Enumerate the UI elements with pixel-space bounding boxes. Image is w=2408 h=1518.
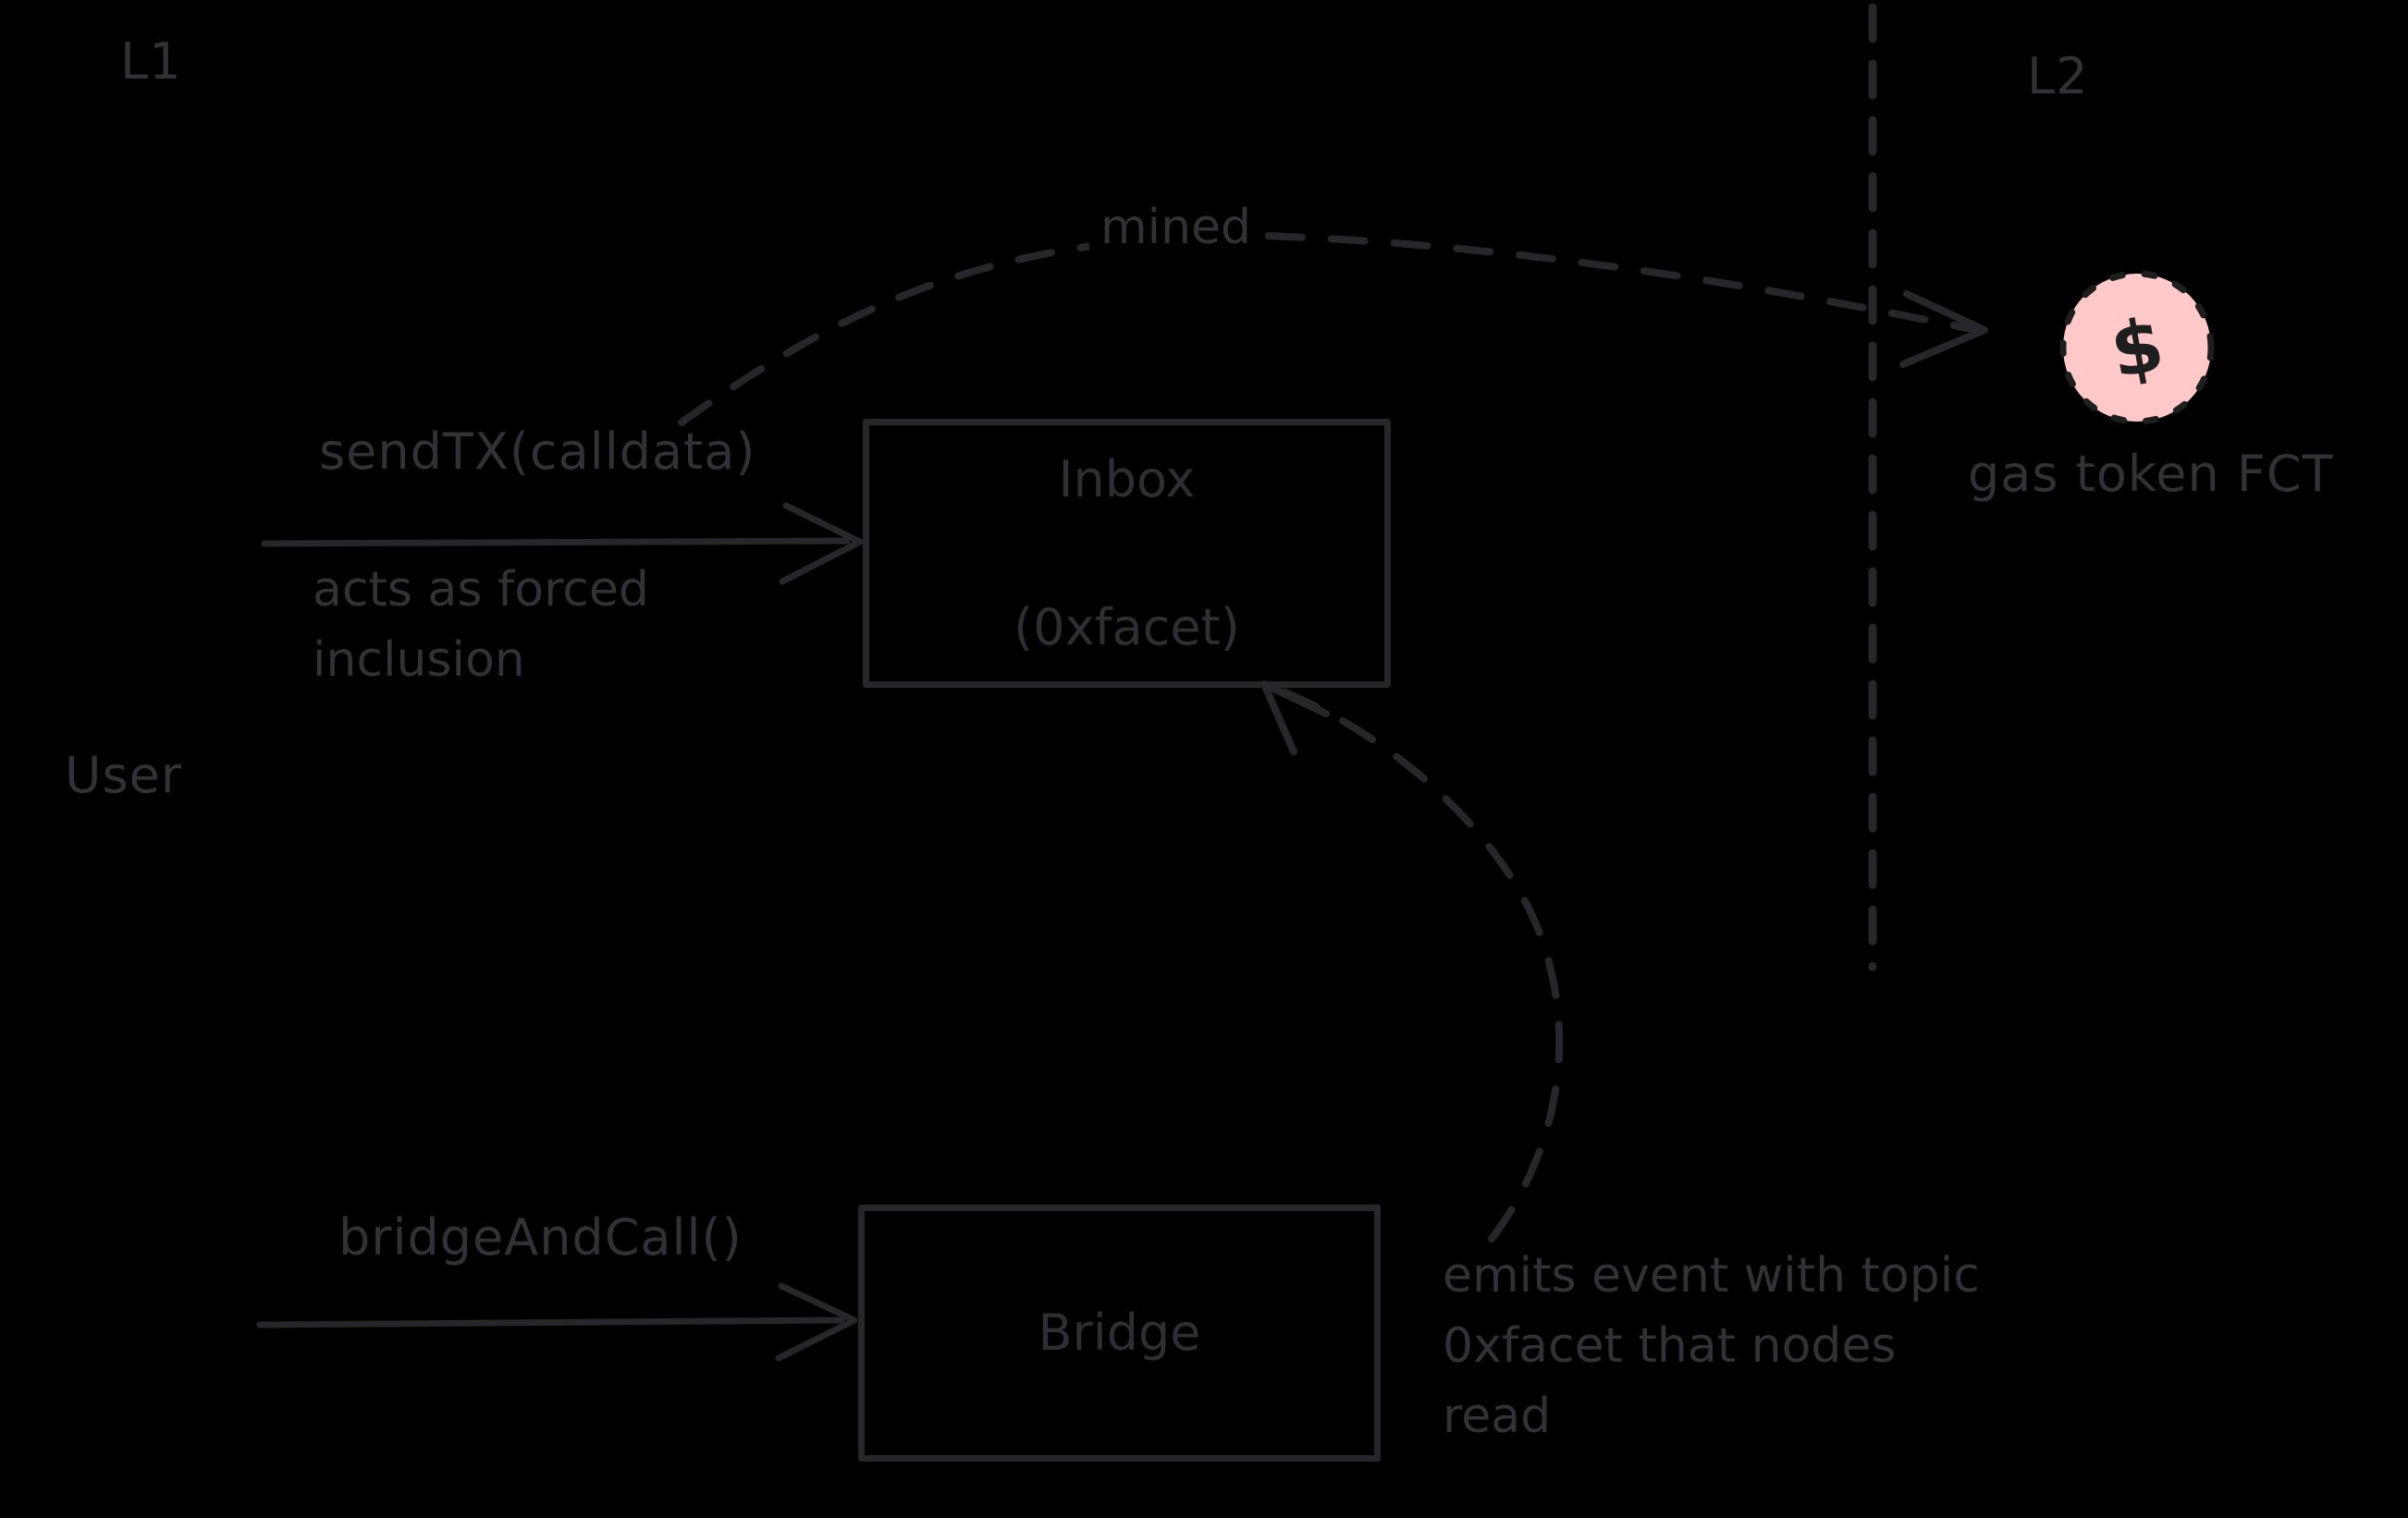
forced-inclusion-note: acts as forced inclusion bbox=[313, 555, 649, 695]
bridgeandcall-arrow-line bbox=[256, 1316, 845, 1328]
forced-inclusion-note-line1: acts as forced bbox=[313, 562, 649, 618]
emits-event-note-line1: emits event with topic bbox=[1443, 1248, 1980, 1304]
bridgeandcall-arrowhead bbox=[775, 1282, 858, 1362]
bridge-box-title: Bridge bbox=[1038, 1304, 1201, 1362]
sendtx-arrow-line bbox=[261, 537, 851, 547]
inbox-title-line2: (0xfacet) bbox=[1014, 597, 1240, 656]
dollar-sign-icon: $ bbox=[2104, 300, 2170, 395]
l2-region-label: L2 bbox=[2027, 47, 2089, 105]
user-actor-label: User bbox=[65, 746, 183, 804]
emits-event-note-line2: 0xfacet that nodes bbox=[1443, 1318, 1897, 1374]
gas-token-caption: gas token FCT bbox=[1968, 445, 2334, 503]
inbox-title-line1: Inbox bbox=[1058, 449, 1196, 508]
sendtx-arrowhead bbox=[779, 502, 864, 585]
sendtx-arrow-label: sendTX(calldata) bbox=[319, 422, 756, 481]
l1-region-label: L1 bbox=[120, 32, 182, 91]
bridge-box: Bridge bbox=[858, 1205, 1381, 1462]
emits-event-note: emits event with topic 0xfacet that node… bbox=[1443, 1241, 1980, 1451]
inbox-box: Inbox (0xfacet) bbox=[863, 419, 1391, 688]
mined-arrow-label: mined bbox=[1089, 196, 1263, 259]
mined-arrowhead bbox=[1899, 290, 1988, 368]
gas-token-coin bbox=[2059, 270, 2215, 425]
emits-event-note-line3: read bbox=[1443, 1389, 1552, 1444]
inbox-box-title: Inbox (0xfacet) bbox=[1014, 369, 1240, 739]
mined-arrow-curve bbox=[678, 230, 1981, 426]
forced-inclusion-note-line2: inclusion bbox=[313, 632, 525, 688]
emits-event-arrow-curve bbox=[1272, 685, 1564, 1243]
bridgeandcall-arrow-label: bridgeAndCall() bbox=[338, 1208, 743, 1267]
